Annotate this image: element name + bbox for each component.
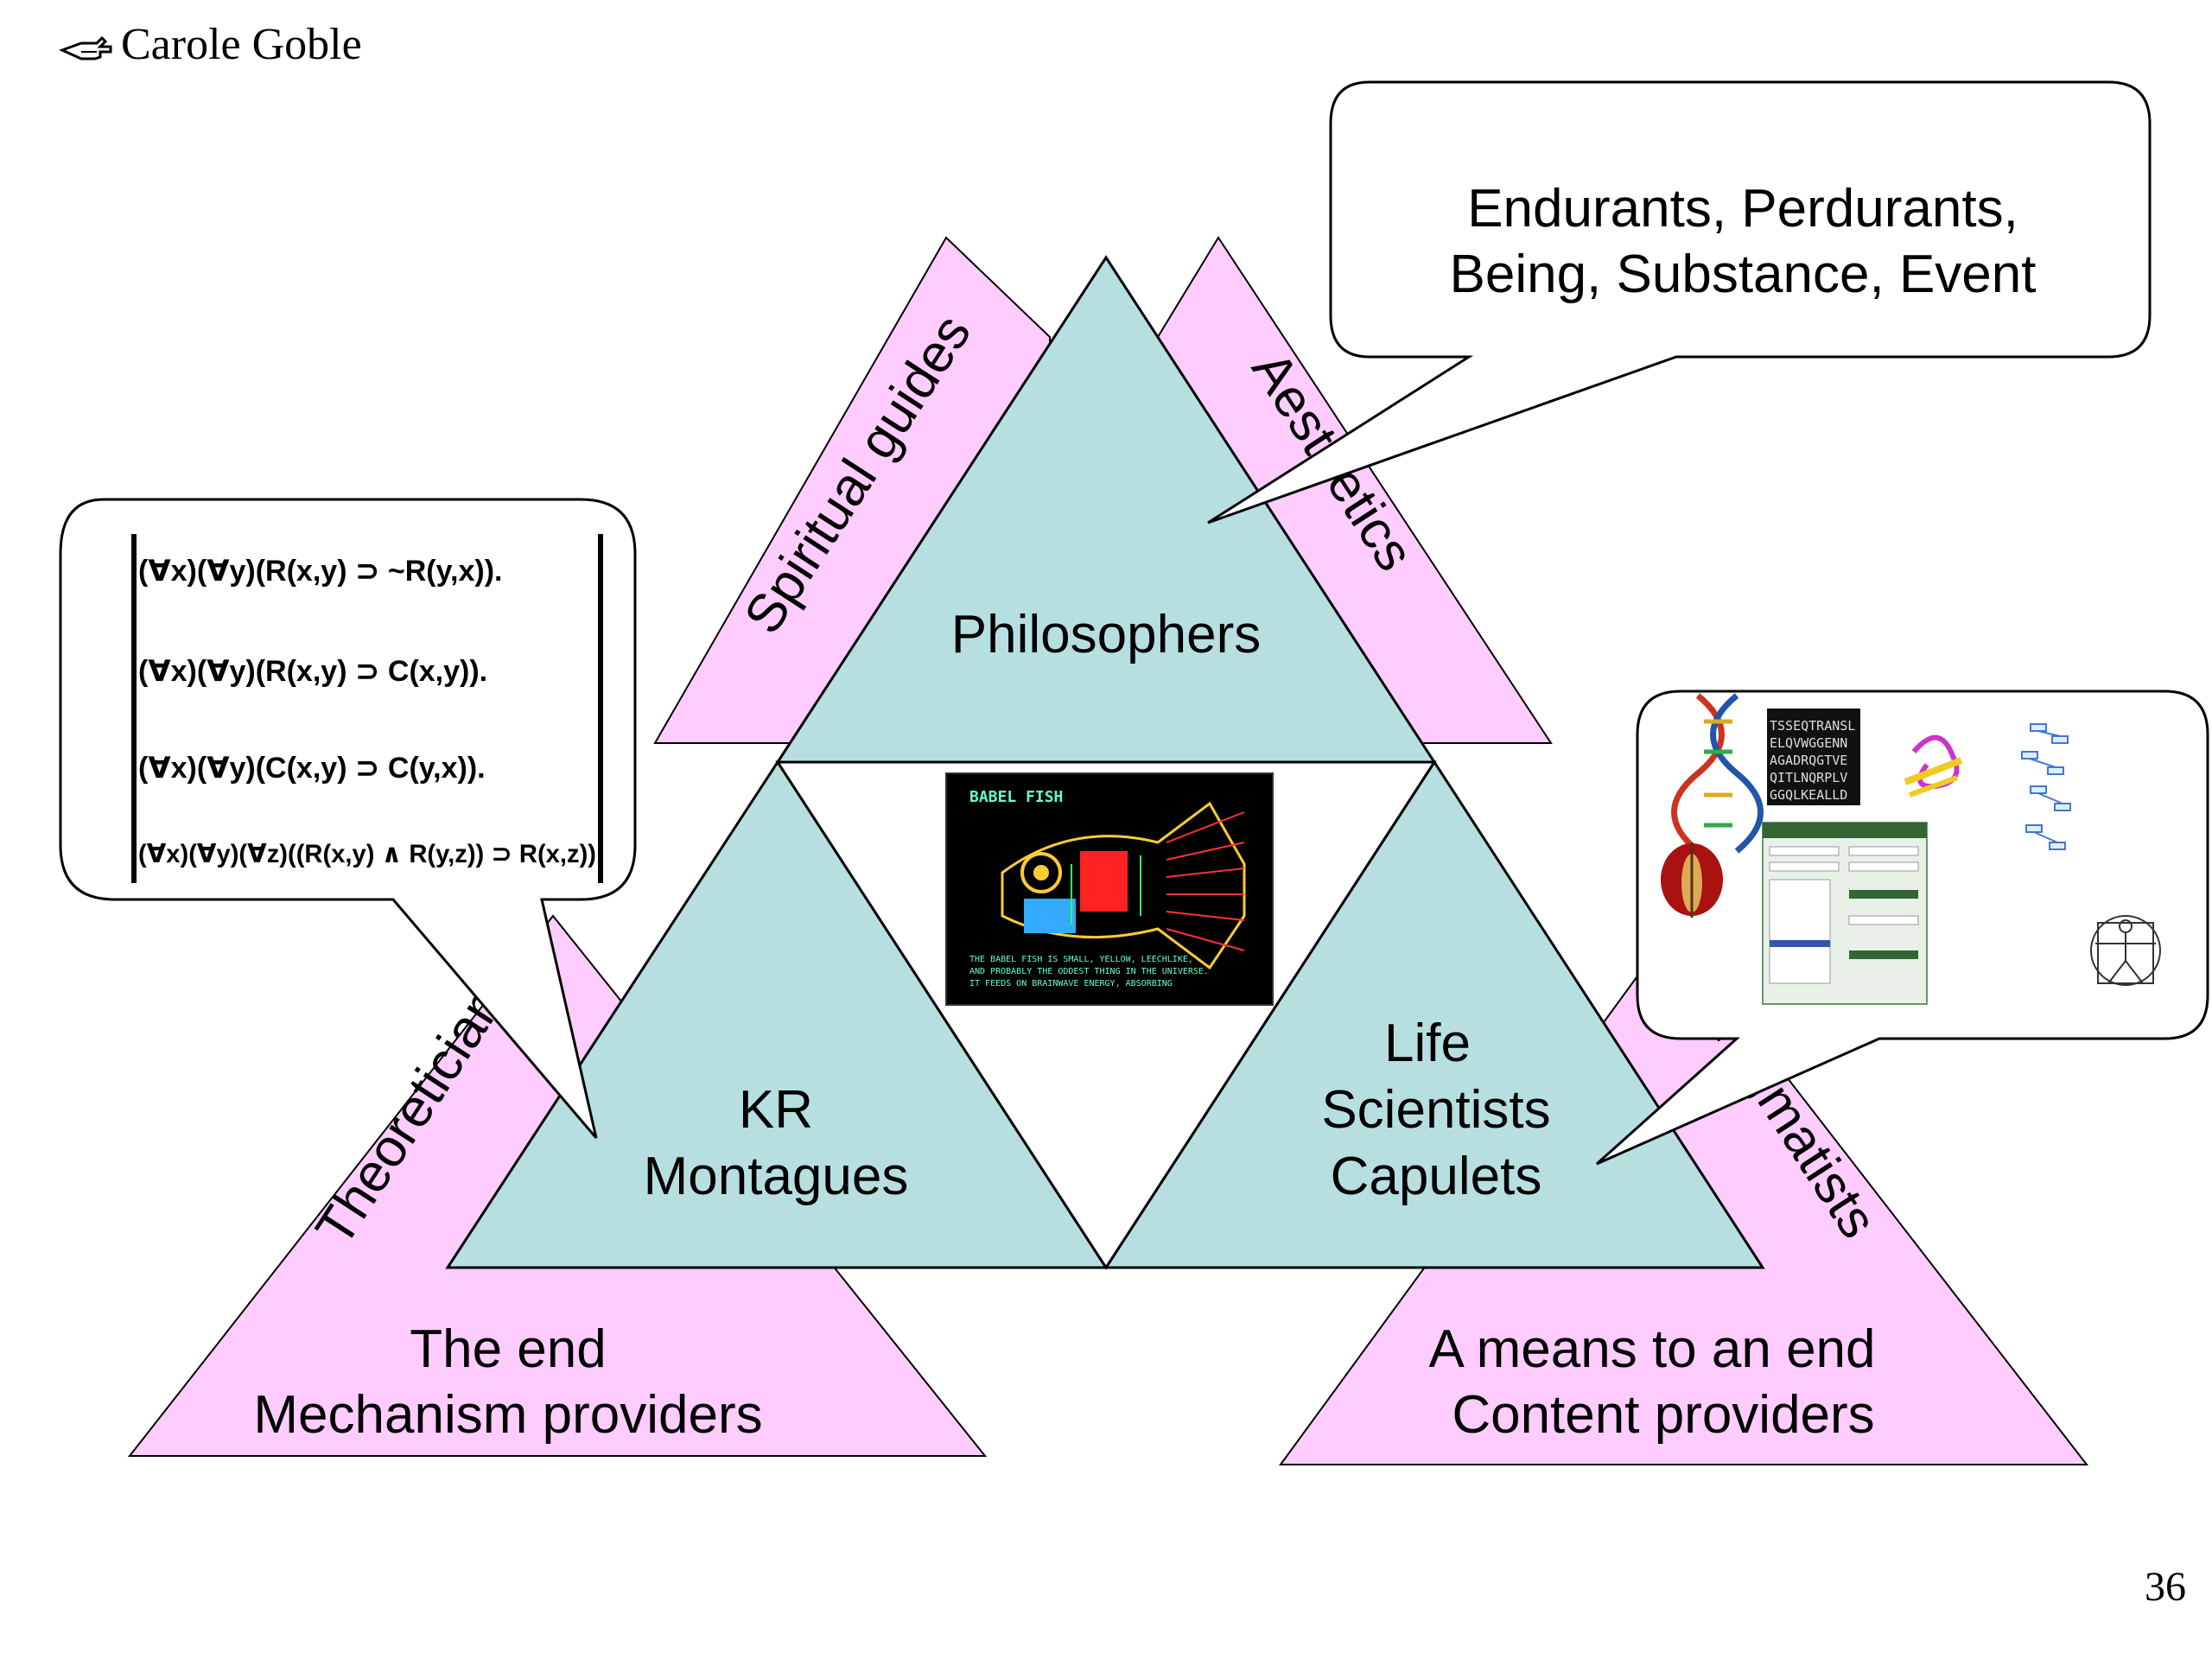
protein-structure-icon [1904,734,1963,798]
sequence-block: TSSEQTRANSL ELQVWGGENN AGADRQGTVE QITLNQ… [1767,709,1860,805]
callout-life-science: TSSEQTRANSL ELQVWGGENN AGADRQGTVE QITLNQ… [1595,690,2209,1166]
babel-caption-1: THE BABEL FISH IS SMALL, YELLOW, LEECHLI… [969,955,1193,964]
fish-drawing-icon [1001,801,1246,970]
database-form-image [1762,822,1928,1005]
label-scientists: Scientists [1321,1080,1550,1140]
label-kr: KR [739,1080,813,1140]
formula-1: (∀x)(∀y)(R(x,y) ⊃ ~R(y,x)). [138,555,502,588]
formula-3: (∀x)(∀y)(C(x,y) ⊃ C(y,x)). [138,752,486,785]
babel-fish-image: BABEL FISH THE BABEL FISH IS SMALL, YELL… [945,772,1274,1006]
caption-means-to-an-end: A means to an end [1428,1319,1875,1379]
inner-triangles [445,255,1765,1270]
sequence-line-4: QITLNQRPLV [1770,770,1847,785]
callout-philosophy-line2: Being, Substance, Event [1449,245,2036,304]
formula-4: (∀x)(∀y)(∀z)((R(x,y) ∧ R(y,z)) ⊃ R(x,z)) [138,840,596,868]
vitruvian-man-icon [2090,915,2161,986]
sequence-line-3: AGADRQGTVE [1770,753,1847,768]
callout-philosophy-line1: Endurants, Perdurants, [1467,179,2018,238]
label-philosophers: Philosophers [951,605,1261,664]
sequence-line-2: ELQVWGGENN [1770,735,1847,751]
caption-the-end: The end [410,1319,607,1379]
callout-logic: (∀x)(∀y)(R(x,y) ⊃ ~R(y,x)). (∀x)(∀y)(R(x… [59,498,637,1139]
babel-caption-3: IT FEEDS ON BRAINWAVE ENERGY, ABSORBING [969,979,1173,988]
header: Carole Goble [59,20,362,69]
pathway-diagram-icon [2018,717,2078,855]
label-capulets: Capulets [1331,1147,1542,1206]
babel-fish-title: BABEL FISH [969,788,1063,806]
slide-number: 36 [2145,1564,2186,1610]
formula-2: (∀x)(∀y)(R(x,y) ⊃ C(x,y)). [138,655,487,688]
fly-icon [1661,842,1723,918]
author-name: Carole Goble [121,20,362,69]
label-life: Life [1384,1014,1471,1073]
sequence-line-5: GGQLKEALLD [1770,787,1847,803]
sequence-line-1: TSSEQTRANSL [1770,718,1855,734]
callout-philosophy: Endurants, Perdurants, Being, Substance,… [1207,80,2152,524]
pointing-hand-icon [59,35,112,60]
dna-helix-icon [1671,693,1764,854]
caption-content-providers: Content providers [1452,1385,1874,1445]
caption-mechanism-providers: Mechanism providers [253,1385,762,1445]
label-montagues: Montagues [644,1147,909,1206]
babel-caption-2: AND PROBABLY THE ODDEST THING IN THE UNI… [969,967,1209,976]
